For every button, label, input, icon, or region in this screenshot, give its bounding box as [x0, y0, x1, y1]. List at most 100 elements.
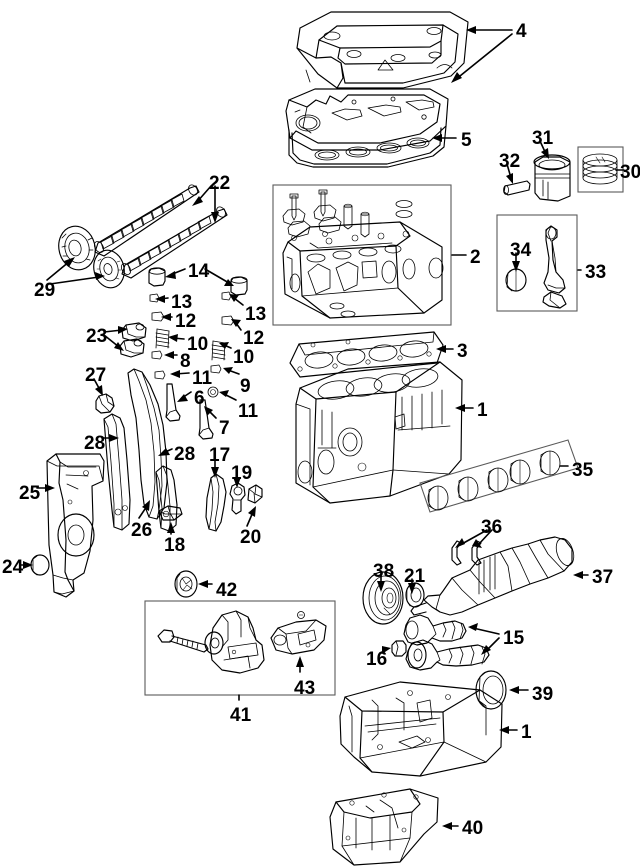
part-balance-shaft-b[interactable] [405, 639, 490, 671]
callout-21[interactable]: 21 [404, 566, 426, 587]
callout-25[interactable]: 25 [19, 483, 41, 504]
part-crankshaft[interactable] [410, 536, 577, 616]
part-valve-stem-seal-a[interactable] [154, 370, 166, 380]
part-intake-valve[interactable] [165, 383, 181, 422]
callout-15[interactable]: 15 [503, 628, 525, 649]
part-valve-lifter-a[interactable] [148, 267, 166, 287]
part-camshaft-sprocket-a[interactable] [54, 222, 100, 273]
callout-30[interactable]: 30 [620, 162, 640, 183]
part-chain-damper[interactable] [247, 484, 263, 504]
callout-2[interactable]: 2 [470, 247, 481, 268]
part-connecting-rod-bearing[interactable] [505, 268, 527, 292]
callout-17[interactable]: 17 [209, 445, 231, 466]
callout-18[interactable]: 18 [164, 535, 186, 556]
part-piston-pin[interactable] [503, 180, 531, 196]
part-balance-shaft-chain[interactable] [205, 473, 227, 532]
callout-9[interactable]: 9 [240, 376, 251, 397]
callout-29[interactable]: 29 [34, 280, 56, 301]
callout-24[interactable]: 24 [2, 557, 24, 578]
part-engine-cover[interactable] [296, 11, 469, 89]
callout-5[interactable]: 5 [461, 130, 472, 151]
part-crankshaft-pulley[interactable] [362, 571, 404, 625]
callout-7[interactable]: 7 [219, 418, 230, 439]
callout-27[interactable]: 27 [85, 365, 107, 386]
part-rocker-arm-b[interactable] [119, 338, 145, 358]
part-valve-spring-seat-intake[interactable] [151, 350, 163, 360]
callout-40[interactable]: 40 [462, 818, 484, 839]
callout-10-b[interactable]: 10 [233, 347, 255, 368]
callout-36[interactable]: 36 [481, 517, 503, 538]
callout-10-a[interactable]: 10 [187, 334, 209, 355]
callout-6[interactable]: 6 [194, 388, 205, 409]
part-chain-guide-plate[interactable] [158, 505, 183, 521]
part-oil-pump-body[interactable] [204, 610, 265, 674]
group-cylinder-head-box [272, 184, 452, 326]
part-engine-block[interactable] [295, 361, 463, 504]
callout-31[interactable]: 31 [532, 128, 554, 149]
part-chain-tensioner-plunger[interactable] [95, 393, 115, 414]
callout-33[interactable]: 33 [585, 262, 607, 283]
part-cover-plug[interactable] [30, 554, 50, 576]
callout-28-a[interactable]: 28 [84, 433, 106, 454]
part-camshaft-upper[interactable] [92, 183, 200, 257]
callout-37[interactable]: 37 [592, 567, 614, 588]
part-valve-cover-gasket[interactable] [288, 125, 447, 168]
part-piston-ring-set[interactable] [582, 153, 618, 185]
callout-12-b[interactable]: 12 [243, 328, 265, 349]
callout-8[interactable]: 8 [180, 351, 191, 372]
part-camshaft-lower[interactable] [119, 205, 228, 279]
callout-41[interactable]: 41 [230, 705, 252, 726]
part-connecting-rod[interactable] [542, 225, 567, 309]
part-valve-keeper-b[interactable] [221, 291, 232, 301]
part-piston[interactable] [533, 154, 571, 202]
callout-42[interactable]: 42 [216, 580, 238, 601]
part-cylinder-head[interactable] [282, 189, 444, 319]
part-valve-spring-retainer-b[interactable] [221, 315, 235, 326]
callout-11-a[interactable]: 11 [192, 368, 213, 389]
callout-1-block[interactable]: 1 [477, 400, 488, 421]
part-rocker-arm-a[interactable] [121, 322, 147, 342]
callout-3[interactable]: 3 [457, 341, 468, 362]
part-valve-spring-a[interactable] [155, 328, 170, 349]
part-valve-spring-retainer-a[interactable] [151, 311, 165, 322]
part-valve-spring-seat-exhaust[interactable] [210, 364, 222, 374]
callout-13-a[interactable]: 13 [171, 292, 193, 313]
callout-14[interactable]: 14 [188, 261, 210, 282]
callout-16[interactable]: 16 [366, 649, 388, 670]
callout-26[interactable]: 26 [131, 520, 153, 541]
part-oil-pump-bolt[interactable] [157, 629, 209, 653]
callout-35[interactable]: 35 [572, 460, 594, 481]
callout-39[interactable]: 39 [532, 684, 554, 705]
callout-20[interactable]: 20 [240, 527, 262, 548]
part-cylinder-head-gasket[interactable] [289, 331, 444, 378]
callout-32[interactable]: 32 [499, 151, 521, 172]
callout-1-lowercase[interactable]: 1 [521, 722, 532, 743]
callout-38[interactable]: 38 [373, 561, 395, 582]
part-oil-pump-drive-rotor[interactable] [174, 570, 198, 598]
part-timing-chain-cover[interactable] [46, 453, 105, 598]
callout-34[interactable]: 34 [510, 240, 532, 261]
part-valve-lifter-b[interactable] [230, 276, 248, 296]
callout-22[interactable]: 22 [209, 173, 231, 194]
callout-4[interactable]: 4 [516, 21, 527, 42]
callout-43[interactable]: 43 [294, 678, 316, 699]
callout-11-b[interactable]: 11 [238, 401, 259, 422]
callout-23[interactable]: 23 [86, 326, 108, 347]
part-balance-chain-tensioner[interactable] [229, 482, 246, 515]
callout-12-a[interactable]: 12 [175, 311, 197, 332]
part-balance-shaft-nut[interactable] [391, 640, 407, 657]
part-main-bearing-set[interactable] [427, 450, 561, 511]
part-valve-cover[interactable] [285, 88, 449, 151]
part-chain-guide-left[interactable] [103, 413, 131, 531]
part-valve-stem-seal-b[interactable] [207, 386, 219, 398]
part-balance-shaft-a[interactable] [403, 614, 467, 646]
part-engine-block-lower-case[interactable] [339, 681, 503, 777]
callout-13-b[interactable]: 13 [245, 304, 267, 325]
part-oil-pan[interactable] [329, 788, 439, 866]
leader-lines [19, 26, 625, 830]
callout-19[interactable]: 19 [231, 463, 253, 484]
callout-28-b[interactable]: 28 [174, 444, 196, 465]
part-camshaft-sprocket-b[interactable] [90, 247, 128, 291]
part-oil-pump-cover[interactable] [270, 611, 327, 655]
